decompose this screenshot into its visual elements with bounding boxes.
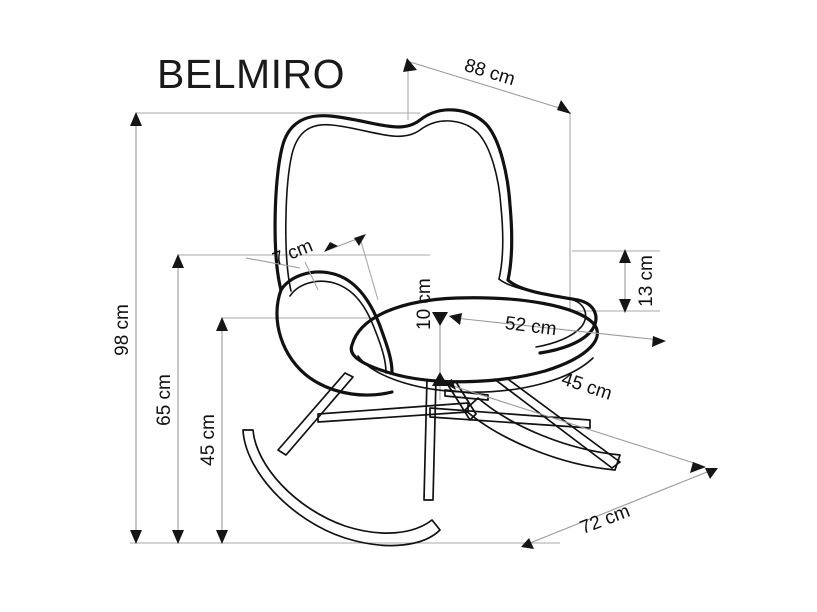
rocker-rail-far <box>464 397 621 471</box>
dimension-72cm: 72 cm <box>521 468 718 549</box>
dimension-label-65cm: 65 cm <box>154 374 175 426</box>
dimension-label-88cm: 88 cm <box>462 55 518 90</box>
dimension-98cm: 98 cm <box>112 112 142 544</box>
chair-illustration <box>242 108 621 547</box>
dimension-label-10cm: 10 cm <box>414 278 435 330</box>
dimension-88cm: 88 cm <box>403 55 571 114</box>
page-title: BELMIRO <box>157 51 345 97</box>
dimension-label-72cm: 72 cm <box>577 501 633 539</box>
dimension-10cm: 10 cm <box>414 278 448 386</box>
dimension-label-45cm-seat-depth: 45 cm <box>559 369 615 405</box>
extension-lines <box>130 60 660 544</box>
dimension-45cm-seat-height: 45 cm <box>198 317 228 544</box>
dimension-label-45cm-seat-height: 45 cm <box>198 414 219 466</box>
dimension-label-13cm: 13 cm <box>636 255 657 307</box>
rocker-rail-near <box>242 429 441 547</box>
dimension-65cm: 65 cm <box>154 254 184 544</box>
dimension-13cm: 13 cm <box>619 249 657 313</box>
dimension-label-98cm: 98 cm <box>112 304 133 356</box>
